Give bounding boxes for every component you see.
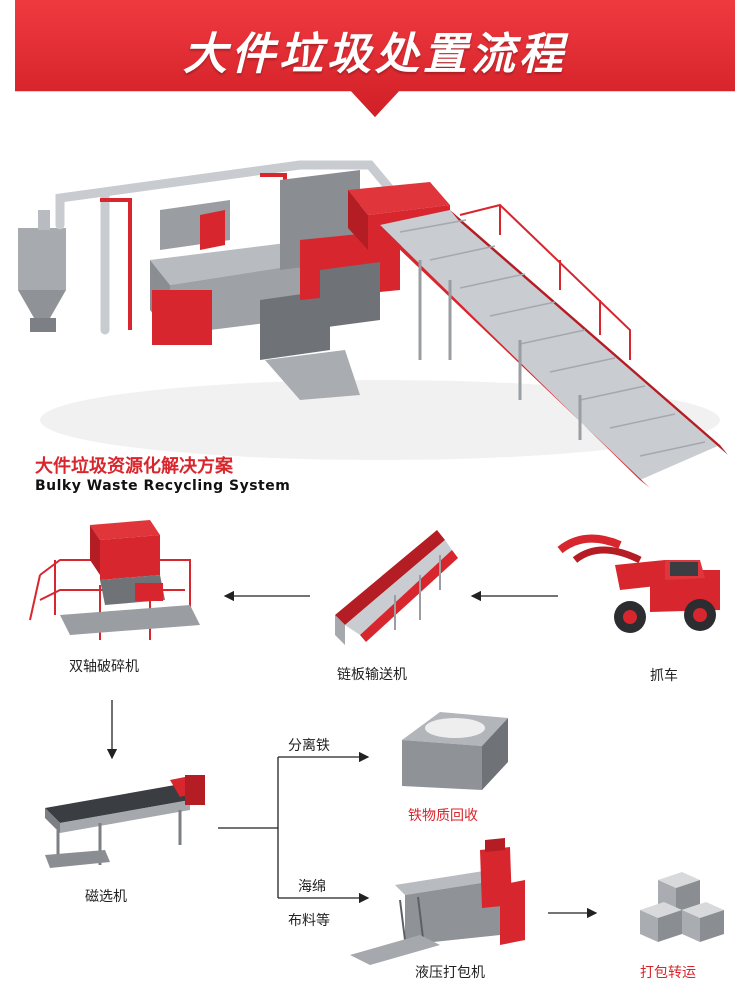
label-bale-result: 打包转运 xyxy=(640,965,696,981)
label-iron-result: 铁物质回收 xyxy=(408,808,478,824)
hydraulic-baler-image xyxy=(350,838,525,965)
ductwork xyxy=(55,160,400,335)
label-baler: 液压打包机 xyxy=(415,965,485,981)
iron-bin-image xyxy=(402,712,508,790)
conveyor-image xyxy=(335,530,458,645)
label-grab: 抓车 xyxy=(650,668,678,684)
label-branch-sponge: 海绵 xyxy=(298,879,326,895)
label-branch-iron: 分离铁 xyxy=(288,738,330,754)
system-title-cn: 大件垃圾资源化解决方案 xyxy=(35,456,233,477)
label-branch-fabric: 布料等 xyxy=(288,913,330,929)
system-title-en: Bulky Waste Recycling System xyxy=(35,478,291,494)
shredder-image xyxy=(29,520,200,640)
label-magnet: 磁选机 xyxy=(85,889,127,905)
magnetic-separator-image xyxy=(45,775,205,868)
label-shredder: 双轴破碎机 xyxy=(69,659,139,675)
dust-collector xyxy=(18,210,66,332)
plant-overview-illustration xyxy=(18,160,728,488)
banner-background xyxy=(15,0,735,118)
page-title: 大件垃圾处置流程 xyxy=(183,29,567,80)
grab-loader-image xyxy=(557,534,720,633)
bale-stack-image xyxy=(640,872,724,942)
branch-connector xyxy=(218,757,279,898)
main-conveyor xyxy=(380,203,728,488)
label-conveyor: 链板输送机 xyxy=(337,667,407,683)
main-baler xyxy=(150,200,360,400)
